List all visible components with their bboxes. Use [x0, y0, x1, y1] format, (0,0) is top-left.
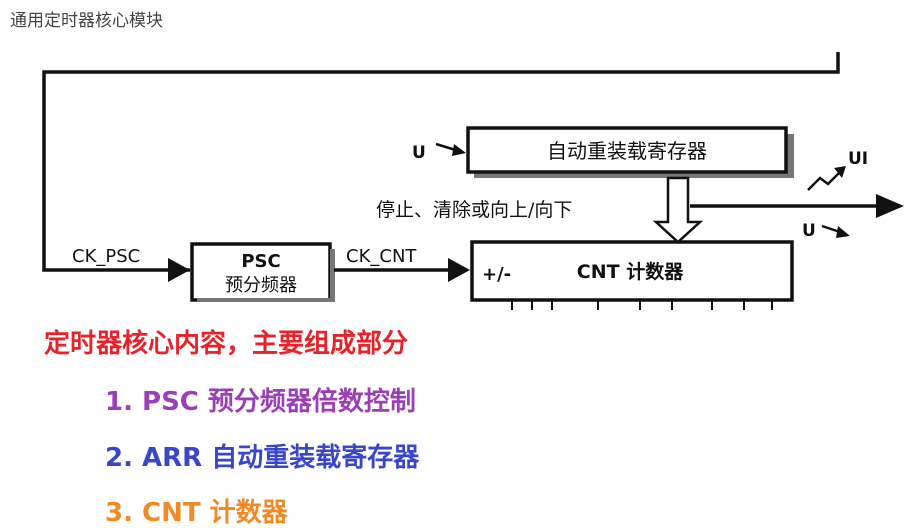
- arr-box-label: 自动重装载寄存器: [547, 139, 707, 163]
- output-arrow: [876, 194, 904, 218]
- ck-psc-label: CK_PSC: [72, 246, 140, 267]
- feedback-line: [42, 52, 840, 272]
- page-title: 通用定时器核心模块: [10, 11, 163, 31]
- timer-core-diagram: 自动重装载寄存器 PSC 预分频器 +/- CNT 计数器 CK_PSC CK_…: [42, 52, 904, 310]
- ui-label: UI: [848, 149, 868, 169]
- ck-cnt-label: CK_CNT: [346, 246, 417, 267]
- cnt-box: [470, 240, 794, 302]
- note-item-psc: 1. PSC 预分频器倍数控制: [105, 387, 416, 417]
- ck-cnt-arrow: [448, 258, 470, 282]
- cnt-bottom-ticks: [511, 300, 773, 310]
- ck-psc-arrow: [168, 258, 190, 282]
- control-label: 停止、清除或向上/向下: [376, 199, 572, 221]
- psc-box-title: PSC: [241, 251, 280, 272]
- note-item-arr: 2. ARR 自动重装载寄存器: [105, 443, 420, 473]
- ui-event-arrow: [807, 169, 843, 191]
- preload-transfer-arrow: [652, 176, 704, 244]
- notes-heading: 定时器核心内容，主要组成部分: [44, 329, 409, 359]
- psc-box-subtitle: 预分频器: [225, 275, 297, 296]
- arr-box: [466, 126, 788, 174]
- note-item-cnt: 3. CNT 计数器: [105, 498, 288, 528]
- cnt-updown-label: +/-: [482, 264, 511, 285]
- u-label-arr: U: [412, 143, 426, 163]
- u-label-right: U: [802, 221, 816, 241]
- cnt-box-label: CNT 计数器: [577, 260, 684, 283]
